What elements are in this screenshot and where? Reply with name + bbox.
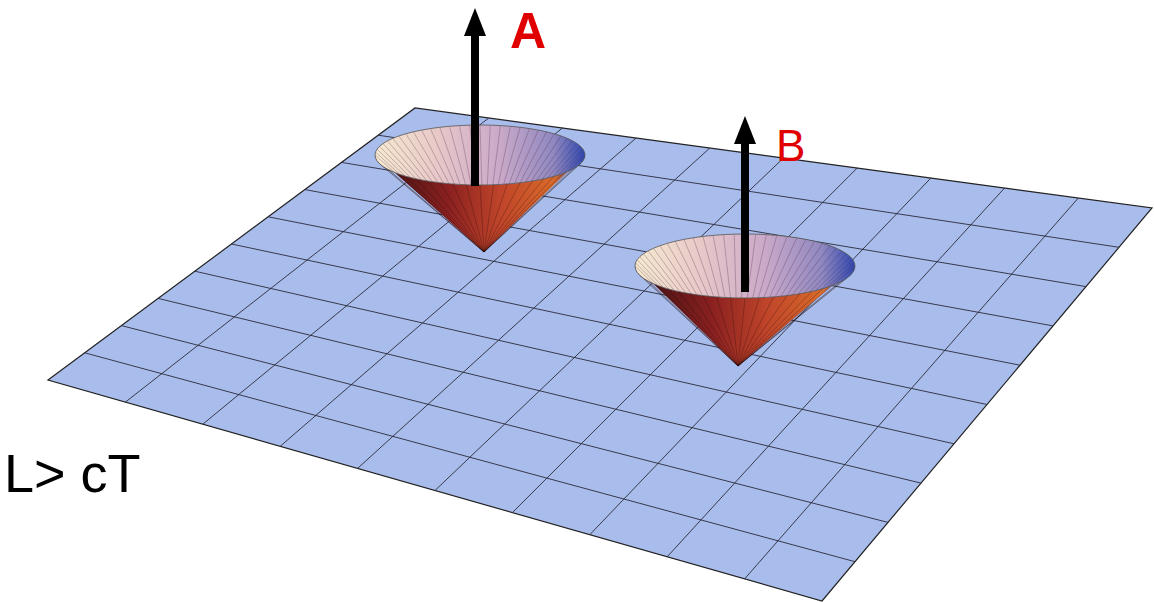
cone-ruling bbox=[484, 136, 561, 252]
cone-ruling bbox=[484, 181, 533, 252]
cone-ruling bbox=[428, 181, 485, 252]
grid-line bbox=[590, 178, 931, 535]
cone-ruling bbox=[738, 266, 855, 366]
cone-ruling bbox=[453, 184, 484, 252]
cone-label: B bbox=[776, 124, 805, 168]
cone-ruling bbox=[713, 235, 738, 366]
cone-ruling bbox=[675, 241, 738, 366]
cone-ruling bbox=[484, 138, 567, 252]
cone-rim bbox=[375, 125, 585, 185]
cone-ruling bbox=[484, 127, 520, 252]
light-cone bbox=[375, 8, 585, 252]
cone-ruling bbox=[660, 246, 738, 366]
cone-ruling bbox=[703, 236, 738, 366]
cone-ruling bbox=[738, 289, 823, 366]
cone-ruling bbox=[484, 144, 577, 252]
cone-ruling bbox=[731, 298, 738, 366]
cone-ruling bbox=[393, 138, 484, 252]
cone-ruling bbox=[738, 248, 836, 366]
cone-ruling bbox=[484, 179, 544, 252]
grid-plane bbox=[48, 108, 1152, 601]
plane-surface bbox=[48, 108, 1152, 601]
cone-ruling bbox=[738, 263, 854, 366]
cone-ruling bbox=[440, 183, 484, 252]
arrow-head bbox=[464, 8, 486, 36]
arrow-head bbox=[734, 116, 756, 144]
cone-ruling bbox=[738, 243, 823, 366]
cone-ruling bbox=[484, 146, 580, 252]
cone-ruling bbox=[738, 246, 830, 366]
cone-ruling bbox=[484, 126, 510, 252]
grid-line bbox=[268, 217, 1020, 365]
cone-ruling bbox=[484, 149, 583, 252]
cone-ruling bbox=[654, 248, 738, 366]
cone-ruling bbox=[406, 176, 484, 252]
light-cones bbox=[375, 8, 855, 366]
cone-ruling bbox=[738, 251, 842, 366]
cone-ruling bbox=[738, 291, 812, 366]
cone-ruling bbox=[484, 132, 547, 252]
cone-ruling bbox=[480, 185, 484, 252]
arrow-shaft bbox=[471, 32, 479, 186]
cone-ruling bbox=[693, 238, 738, 366]
cone-ruling bbox=[643, 254, 738, 366]
cone-ruling bbox=[724, 235, 738, 366]
cone-ruling bbox=[484, 126, 500, 252]
cone-ruling bbox=[738, 260, 853, 366]
light-cone bbox=[635, 116, 855, 366]
cone-ruling bbox=[667, 243, 738, 366]
cone-ruling bbox=[484, 141, 573, 252]
cone-ruling bbox=[738, 241, 815, 366]
cone-ruling bbox=[734, 234, 738, 366]
cone-ruling bbox=[466, 185, 484, 252]
cone-ruling bbox=[678, 291, 738, 366]
cone-ruling bbox=[703, 296, 738, 366]
cone-ruling bbox=[667, 289, 738, 366]
cone-ruling bbox=[377, 149, 484, 252]
cone-ruling bbox=[738, 257, 850, 366]
cone-ruling bbox=[380, 146, 484, 252]
condition-label: L> cT bbox=[4, 446, 141, 500]
cone-ruling bbox=[484, 155, 585, 252]
cone-ruling bbox=[640, 257, 738, 366]
cone-ruling bbox=[648, 251, 738, 366]
cone-ruling bbox=[484, 152, 584, 252]
cone-label: A bbox=[510, 6, 546, 56]
cone-ruling bbox=[484, 130, 538, 252]
cone-ruling bbox=[690, 294, 738, 366]
cone-ruling bbox=[480, 125, 484, 252]
cone-ruling bbox=[684, 239, 738, 366]
cone-ruling bbox=[484, 125, 490, 252]
cone-ruling bbox=[383, 144, 484, 252]
cone-ruling bbox=[738, 294, 800, 366]
cone-ruling bbox=[637, 260, 738, 366]
arrow-shaft bbox=[741, 140, 749, 292]
cone-ruling bbox=[416, 179, 484, 252]
cone-ruling bbox=[484, 183, 520, 252]
cone-ruling bbox=[484, 176, 554, 252]
cone-ruling bbox=[738, 254, 847, 366]
cone-ruling bbox=[484, 134, 554, 252]
cone-ruling bbox=[636, 263, 738, 366]
cone-ruling bbox=[484, 129, 529, 252]
cone-ruling bbox=[717, 297, 738, 366]
cone-ruling bbox=[635, 266, 738, 366]
